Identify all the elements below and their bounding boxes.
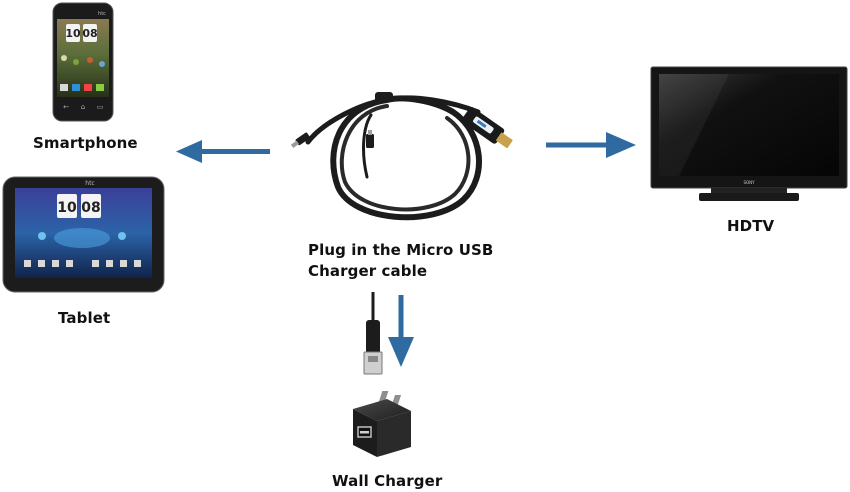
phone-brand: htc [98,11,106,17]
tablet-icon: 10 08 htc [2,176,165,293]
svg-text:←: ← [63,103,69,111]
arrow-left-icon [176,140,270,163]
instruction-text: Plug in the Micro USB Charger cable [308,240,493,282]
tablet-label: Tablet [58,309,111,327]
wall-charger-icon [353,391,411,457]
svg-text:08: 08 [81,200,100,216]
cable-icon [290,92,513,221]
svg-text:▭: ▭ [97,103,104,111]
tablet-brand: htc [85,180,94,187]
smartphone-icon: 10 08 htc ← ⌂ ▭ [52,2,114,122]
hdtv-label: HDTV [727,217,775,235]
arrow-right-icon [546,132,636,158]
svg-text:08: 08 [82,27,97,40]
wall-charger-label: Wall Charger [332,472,443,490]
instruction-line-1: Plug in the Micro USB [308,241,494,259]
smartphone-label: Smartphone [33,134,138,152]
tv-icon: SONY [650,66,848,201]
instruction-line-2: Charger cable [308,262,428,280]
tv-brand: SONY [743,180,755,185]
usb-plug-icon [363,292,383,375]
svg-text:10: 10 [57,200,77,216]
svg-text:⌂: ⌂ [81,103,85,111]
svg-text:10: 10 [65,27,81,40]
arrow-down-icon [388,295,414,367]
